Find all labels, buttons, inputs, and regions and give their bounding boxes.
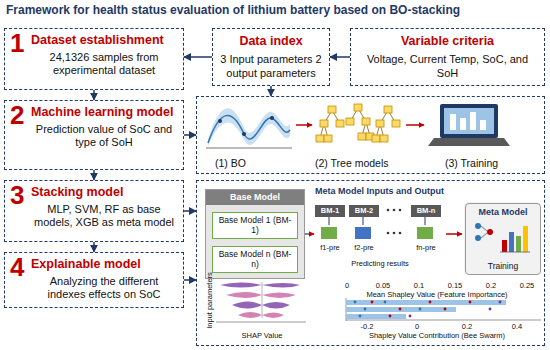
meta-ground — [464, 202, 540, 274]
step-description: Analyzing the different indexes effects … — [31, 275, 177, 301]
flow-arrow — [406, 124, 424, 126]
stacking-panel: Meta Model Inputs and OutputBase ModelBa… — [196, 180, 545, 346]
model-chip: BM-n — [411, 205, 441, 217]
tree-icons — [316, 104, 400, 142]
flow-connector — [330, 56, 350, 58]
plot-label: 0.05 — [368, 281, 398, 290]
flow-arrow — [446, 233, 462, 235]
plot-label: -0.2 — [352, 322, 382, 331]
meta-model-box: Meta ModelTraining — [465, 203, 541, 275]
plot-label: f1-pre — [311, 243, 349, 252]
step-box: 1 Dataset establishment 24,1326 samples fr… — [4, 28, 184, 90]
plot-label: 0.4 — [502, 322, 532, 331]
plot-label: SHAP Value — [227, 331, 297, 340]
step-number: 4 — [10, 254, 24, 280]
model-label: Base Model n (BM-n) — [213, 248, 297, 272]
plot-label: 0.2 — [476, 281, 506, 290]
prediction-arrows — [329, 217, 425, 225]
step-heading: Machine learning model — [31, 105, 179, 120]
base-model-box: Base Model n (BM-n) — [212, 246, 298, 273]
flow-connector — [270, 86, 272, 96]
step-heading: Explainable model — [31, 257, 179, 272]
model-chip: BM-1 — [315, 205, 345, 217]
flow-arrow — [305, 233, 314, 234]
flow-connector — [184, 279, 196, 281]
laptop-icon — [428, 104, 510, 146]
info-box: Data index 3 Input parameters 2 output pa… — [212, 28, 330, 86]
violin-plot — [216, 282, 306, 322]
panel-title: Meta Model Inputs and Output — [315, 186, 444, 196]
plot-label: fn-pre — [407, 243, 445, 252]
flow-connector — [184, 134, 196, 136]
diagram-title: Framework for health status evaluation o… — [6, 3, 460, 17]
step-description: Prediction value of SoC and type of SoH — [31, 123, 177, 149]
step-box: 3 Stacking modelMLP, SVM, RF as base mode… — [4, 180, 184, 242]
step-caption: (2) Tree models — [315, 157, 389, 169]
step-caption: (1) BO — [215, 157, 246, 169]
process-panel: (1) BO (2) Tree models (3) Training — [196, 96, 545, 174]
flow-connector — [93, 242, 95, 252]
axis-title: Input parameters — [205, 266, 214, 336]
step-heading: Dataset establishment — [31, 33, 179, 48]
base-model-group: Base ModelBase Model 1 (BM-1) Base Model … — [205, 189, 305, 279]
plot-label: 0.1 — [404, 281, 434, 290]
flow-connector — [93, 170, 95, 180]
meta-icon — [475, 223, 530, 252]
plot-label: f2-pre — [345, 243, 383, 252]
step-description: MLP, SVM, RF as base models, XGB as meta… — [31, 203, 177, 229]
step-heading: Stacking model — [31, 185, 179, 200]
flow-connector — [184, 56, 212, 58]
plot-label: 0 — [402, 322, 432, 331]
info-description: 3 Input parameters 2 output parameters — [219, 53, 323, 81]
flow-connector — [93, 90, 95, 100]
step-description: 24,1326 samples from experimental datase… — [31, 51, 177, 77]
info-box: Variable criteriaVoltage, Current Temp, … — [350, 28, 545, 86]
plot-label: 0.15 — [440, 281, 470, 290]
meta-heading: Meta Model — [466, 207, 540, 217]
meta-caption: Training — [466, 261, 540, 271]
flow-connector — [184, 210, 196, 212]
model-label: Base Model 1 (BM-1) — [213, 214, 297, 238]
step-box: 4 Explainable modelAnalyzing the differen… — [4, 252, 184, 308]
info-description: Voltage, Current Temp, SoC, and SoH — [357, 53, 538, 81]
bo-curve — [206, 108, 292, 148]
step-number: 1 — [10, 30, 24, 56]
plot-label: Predicting results — [325, 259, 435, 268]
step-number: 2 — [10, 102, 24, 128]
model-chip: BM-2 — [349, 205, 379, 217]
info-heading: Variable criteria — [355, 34, 540, 49]
plot-label: 0.25 — [512, 281, 542, 290]
plot-label: 0.2 — [452, 322, 482, 331]
info-heading: Data index — [217, 34, 325, 49]
plot-label: Mean Shapley Value (Feature Importance) — [337, 290, 537, 299]
plot-label: 0 — [332, 281, 362, 290]
plot-label: Shapley Value Contribution (Bee Swarm) — [337, 331, 537, 340]
flow-arrow — [296, 124, 312, 126]
group-header: Base Model — [206, 190, 304, 205]
step-number: 3 — [10, 182, 24, 208]
step-caption: (3) Training — [445, 157, 498, 169]
step-box: 2 Machine learning modelPrediction value … — [4, 100, 184, 170]
base-model-box: Base Model 1 (BM-1) — [212, 212, 298, 239]
beeswarm-plot — [346, 298, 541, 321]
